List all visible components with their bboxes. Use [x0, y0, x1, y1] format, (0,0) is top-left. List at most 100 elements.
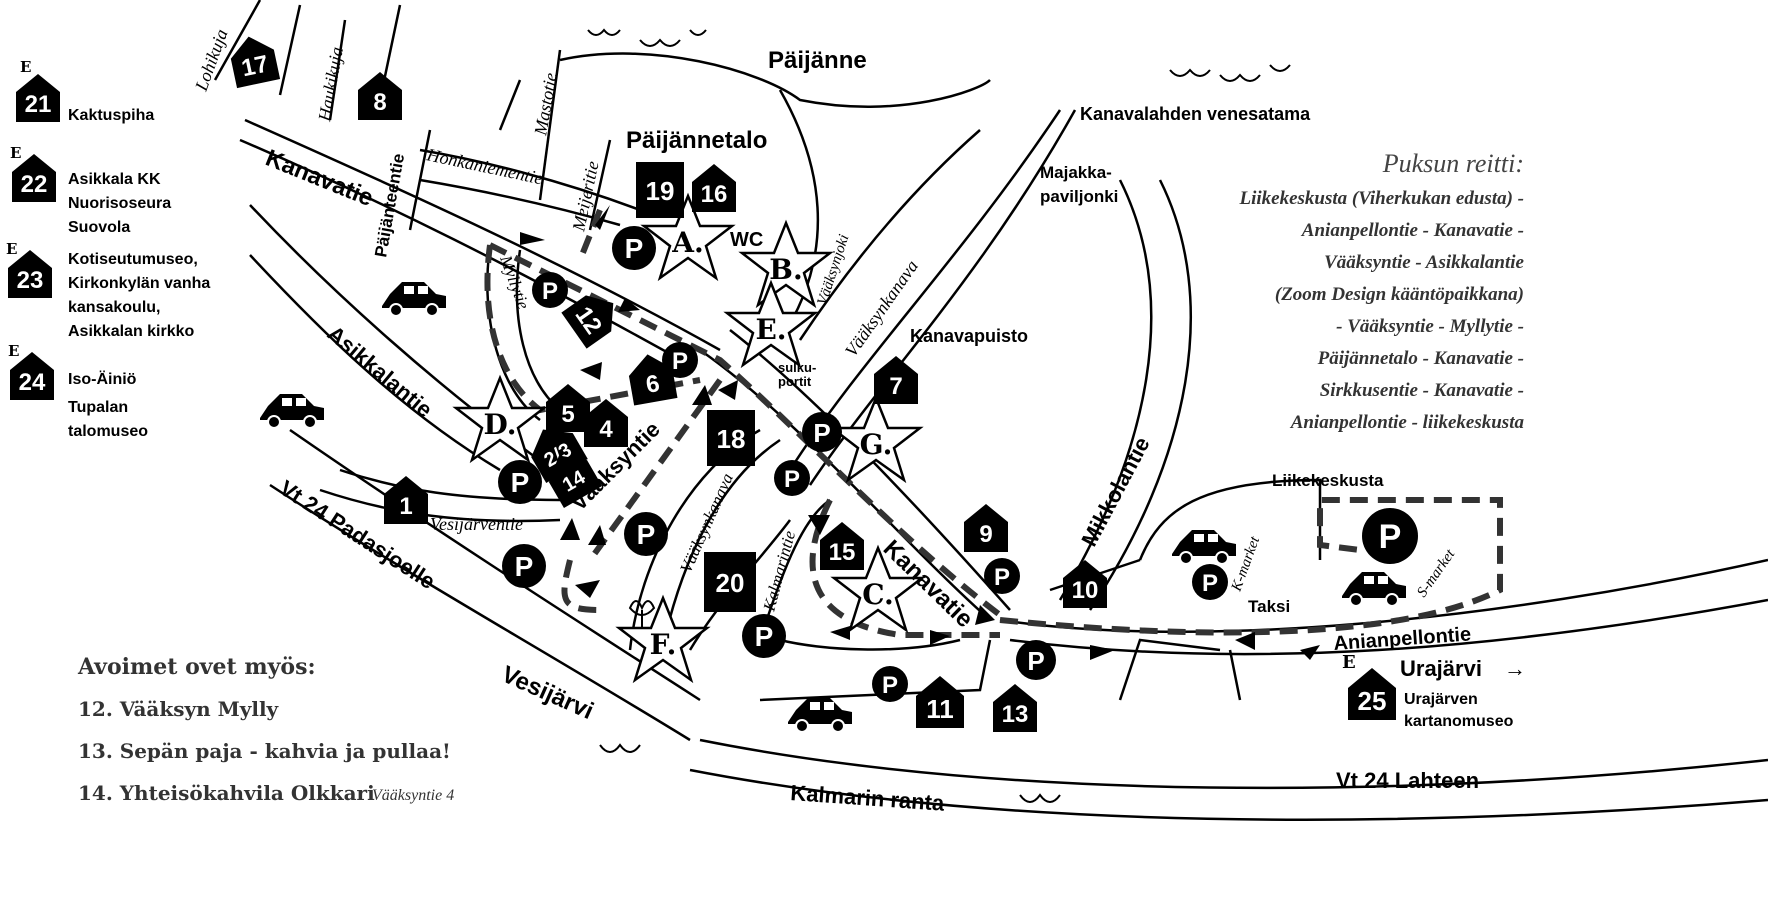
svg-text:4: 4	[599, 416, 613, 443]
house-20[interactable]: 20	[704, 552, 756, 612]
svg-text:P: P	[542, 278, 558, 305]
svg-text:E: E	[8, 342, 19, 360]
avoimet-item-note: Vääksyntie 4	[372, 787, 454, 804]
attraction-star-d[interactable]: D.	[452, 374, 548, 464]
house-10[interactable]: 10	[1063, 560, 1107, 608]
road-kanavatie-nw: Kanavatie	[262, 145, 377, 213]
parking-icon[interactable]: P	[498, 460, 542, 504]
parking-icon[interactable]: P	[1016, 640, 1056, 680]
svg-text:P: P	[1027, 646, 1044, 676]
attraction-star-a[interactable]: A.	[640, 192, 736, 282]
legend-left: E 21 Kaktuspiha E 22 Asikkala KK Nuoriso…	[6, 58, 210, 440]
attraction-star-f[interactable]: F.	[615, 594, 711, 684]
route-arrow	[692, 385, 712, 405]
attraction-star-b[interactable]: B.	[738, 219, 834, 309]
label-urajarven-2: kartanomuseo	[1404, 713, 1514, 730]
route-arrow	[618, 298, 640, 312]
svg-text:P: P	[511, 467, 530, 498]
route-description: Puksun reitti: Liikekeskusta (Viherkukan…	[1239, 149, 1525, 433]
road-haukikuja: Haukikuja	[314, 45, 347, 123]
legend-item-22[interactable]: E 22 Asikkala KK Nuorisoseura Suovola	[10, 144, 171, 236]
route-line: - Vääksyntie - Myllytie -	[1336, 316, 1524, 337]
legend-item-21[interactable]: E 21 Kaktuspiha	[16, 58, 154, 124]
car-icon	[260, 394, 324, 429]
label-paijannetalo: Päijännetalo	[626, 127, 767, 154]
house-1[interactable]: 1	[384, 476, 428, 524]
svg-text:C.: C.	[862, 578, 894, 611]
parking-icon[interactable]: P	[624, 512, 668, 556]
route-line: Anianpellontie - Kanavatie -	[1301, 220, 1524, 241]
parking-icon[interactable]: P	[984, 558, 1020, 594]
route-arrow	[930, 630, 950, 645]
svg-text:P: P	[672, 348, 688, 375]
house-19[interactable]: 19	[636, 162, 684, 218]
route-line: (Zoom Design kääntöpaikkana)	[1275, 284, 1524, 305]
house-12[interactable]: 12	[561, 285, 626, 349]
house-17[interactable]: 17	[227, 32, 281, 89]
house-14[interactable]: 14	[540, 444, 603, 509]
house-13[interactable]: 13	[993, 684, 1037, 732]
route-arrow	[975, 605, 995, 625]
road-honkaniementie: Honkaniementie	[424, 144, 545, 188]
svg-text:P: P	[1202, 570, 1218, 597]
house-4[interactable]: 4	[584, 399, 628, 447]
car-icon	[1172, 530, 1236, 565]
flower-icon	[628, 600, 656, 628]
route-line: Liikekeskusta (Viherkukan edusta) -	[1239, 188, 1525, 209]
svg-text:P: P	[994, 564, 1010, 591]
house-8[interactable]: 8	[358, 72, 402, 120]
svg-text:E.: E.	[755, 313, 786, 346]
house-11[interactable]: 11	[916, 676, 964, 728]
route-arrow	[595, 205, 610, 230]
house-15[interactable]: 15	[820, 522, 864, 570]
label-urajarvi: Urajärvi	[1400, 656, 1482, 681]
road-mikkolantie: Mikkolantie	[1076, 433, 1154, 551]
attraction-star-g[interactable]: G.	[828, 394, 924, 484]
svg-text:24: 24	[19, 369, 46, 396]
svg-text:18: 18	[717, 424, 746, 454]
route-arrow	[520, 232, 545, 245]
house-18[interactable]: 18	[707, 410, 755, 466]
parking-icon[interactable]: P	[1362, 508, 1418, 564]
parking-icon[interactable]: P	[802, 412, 842, 452]
svg-text:19: 19	[646, 176, 675, 206]
label-kanavalahden: Kanavalahden venesatama	[1080, 104, 1311, 124]
svg-text:15: 15	[829, 539, 856, 566]
parking-icon[interactable]: P	[662, 342, 698, 378]
legend-item-24[interactable]: E 24 Iso-Äiniö Tupalan talomuseo	[8, 342, 148, 440]
label-sulku-1: sulku-	[778, 360, 816, 375]
parking-icon[interactable]: P	[612, 226, 656, 270]
road-kmarket: K-market	[1228, 534, 1263, 594]
svg-text:G.: G.	[860, 428, 893, 461]
parking-icon[interactable]: P	[872, 666, 908, 702]
label-sulku-2: portit	[778, 374, 812, 389]
svg-text:21: 21	[25, 91, 52, 118]
road-anianpellontie: Anianpellontie	[1333, 623, 1472, 655]
house-7[interactable]: 7	[874, 356, 918, 404]
house-5[interactable]: 5	[546, 384, 590, 432]
svg-text:kansakoulu,: kansakoulu,	[68, 299, 160, 316]
house-16[interactable]: 16	[692, 164, 736, 212]
house-25[interactable]: E 25	[1342, 652, 1396, 720]
avoimet-ovet-box: Avoimet ovet myös: 12. Vääksyn Mylly 13.…	[77, 654, 454, 805]
svg-text:talomuseo: talomuseo	[68, 423, 148, 440]
svg-text:P: P	[1379, 518, 1402, 556]
road-vesijarventie: Vesijärventie	[430, 514, 523, 534]
route-line: Päijännetalo - Kanavatie -	[1317, 348, 1524, 369]
road-network	[213, 0, 1768, 821]
legend-item-23[interactable]: E 23 Kotiseutumuseo, Kirkonkylän vanha k…	[6, 240, 210, 340]
house-9[interactable]: 9	[964, 504, 1008, 552]
parking-icon[interactable]: P	[774, 460, 810, 496]
svg-text:Nuorisoseura: Nuorisoseura	[68, 195, 171, 212]
parking-icon[interactable]: P	[1192, 564, 1228, 600]
attraction-star-e[interactable]: E.	[723, 279, 819, 369]
parking-icon[interactable]: P	[742, 614, 786, 658]
arrow-right-icon: →	[1504, 656, 1526, 681]
svg-text:F.: F.	[650, 628, 677, 661]
attraction-star-c[interactable]: C.	[830, 544, 926, 634]
label-vt24-lahteen: Vt 24 Lahteen	[1336, 768, 1479, 793]
label-wc: WC	[730, 229, 763, 251]
parking-icon[interactable]: P	[502, 544, 546, 588]
parking-icon[interactable]: P	[532, 272, 568, 308]
avoimet-item: 13. Sepän paja - kahvia ja pullaa!	[78, 739, 451, 763]
